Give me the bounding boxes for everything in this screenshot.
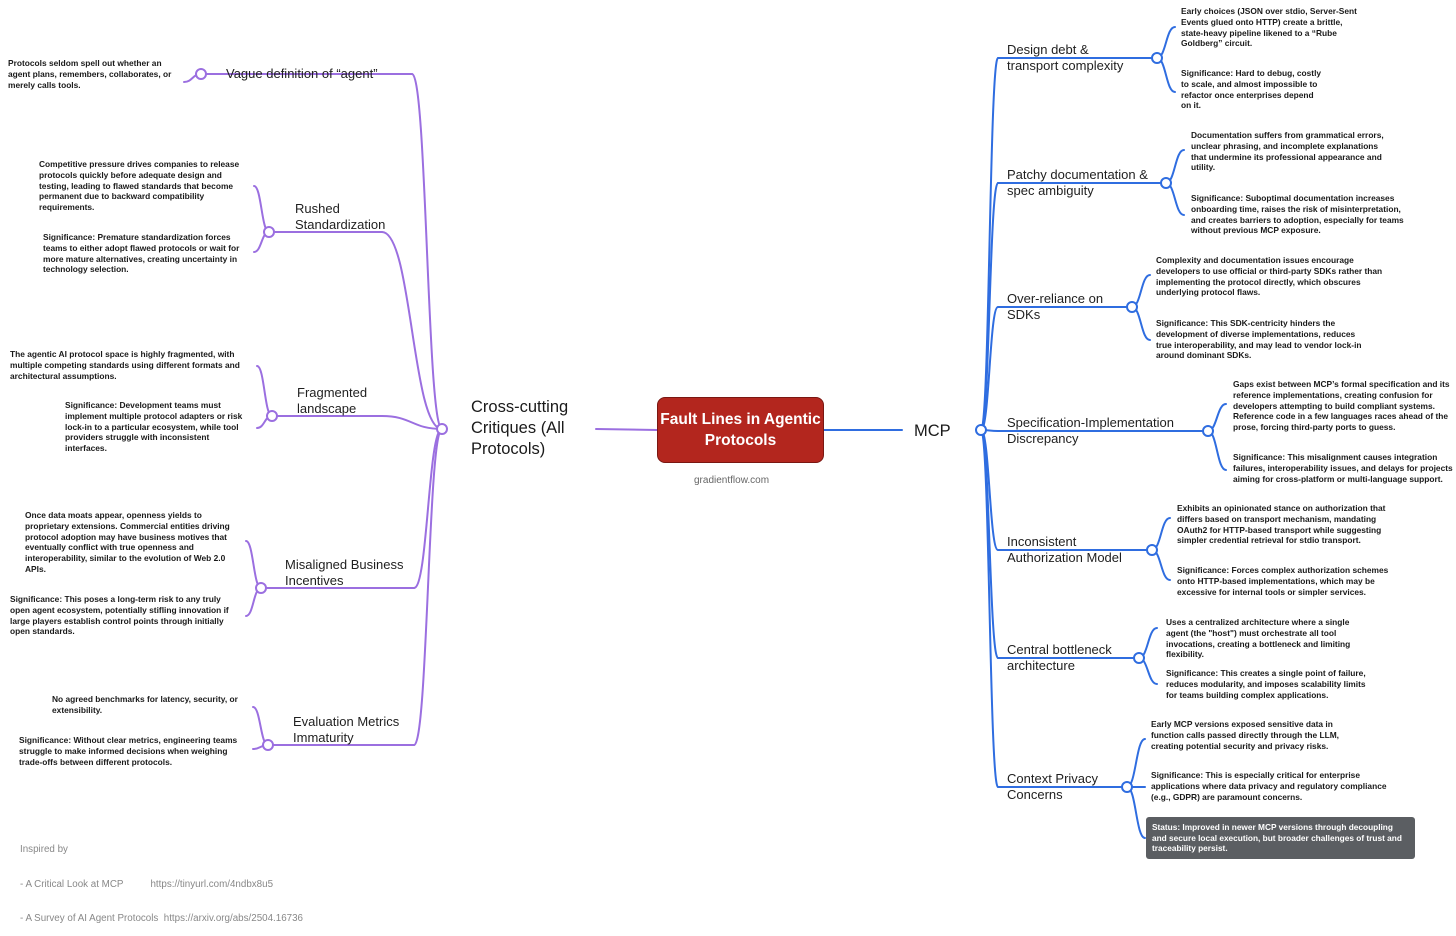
edge-left-leaf-1-0 [253,185,270,233]
edge-right-leaf-6-0 [1126,738,1146,788]
branch-design-debt[interactable]: Design debt & transport complexity [1007,42,1124,73]
left-branch-knot-2[interactable] [266,410,278,422]
edge-right-branch-1 [980,182,999,431]
left-branch-knot-4[interactable] [262,739,274,751]
footer-line-critical-look: - A Critical Look at MCP https://tinyurl… [20,878,274,890]
note-rushed-1: Competitive pressure drives companies to… [39,159,240,213]
edge-left-branch-0 [411,73,443,430]
edge-left-branch-1 [381,231,443,430]
note-privacy-1: Early MCP versions exposed sensitive dat… [1151,719,1339,751]
right-branch-knot-2[interactable] [1126,301,1138,313]
note-bottleneck-1: Uses a centralized architecture where a … [1166,617,1351,660]
site-credit: gradientflow.com [694,475,770,486]
edge-left-leaf-2-0 [256,365,273,417]
left-branch-knot-0[interactable] [195,68,207,80]
note-evaluation-2: Significance: Without clear metrics, eng… [19,735,238,767]
note-patchy-docs-2: Significance: Suboptimal documentation i… [1191,193,1404,236]
central-topic[interactable]: Fault Lines in Agentic Protocols [657,397,824,463]
note-design-debt-1: Early choices (JSON over stdio, Server-S… [1181,6,1357,49]
footer-credits: Inspired by - A Critical Look at MCP htt… [20,821,303,936]
edge-left-leaf-3-0 [245,540,262,589]
left-hub-label[interactable]: Cross-cutting Critiques (All Protocols) [471,398,569,458]
status-text: Status: Improved in newer MCP versions t… [1152,822,1402,853]
left-branch-knot-1[interactable] [263,226,275,238]
right-branch-knot-4[interactable] [1146,544,1158,556]
branch-evaluation-metrics[interactable]: Evaluation Metrics Immaturity [293,714,400,745]
note-design-debt-2: Significance: Hard to debug, costly to s… [1181,68,1322,111]
note-rushed-2: Significance: Premature standardization … [43,232,240,275]
note-evaluation-1: No agreed benchmarks for latency, securi… [52,694,238,715]
note-sdk-2: Significance: This SDK-centricity hinder… [1156,318,1362,361]
right-hub-knot[interactable] [975,424,987,436]
note-spec-1: Gaps exist between MCP’s formal specific… [1233,379,1450,433]
note-vague-agent: Protocols seldom spell out whether an ag… [8,58,172,90]
note-misaligned-1: Once data moats appear, openness yields … [25,510,230,574]
branch-authorization[interactable]: Inconsistent Authorization Model [1007,534,1122,565]
branch-context-privacy[interactable]: Context Privacy Concerns [1007,771,1099,802]
edge-right-leaf-3-1 [1207,430,1227,471]
footer-line-inspired: Inspired by [20,844,68,855]
note-misaligned-2: Significance: This poses a long-term ris… [10,594,229,637]
footer-line-survey: - A Survey of AI Agent Protocols https:/… [20,913,304,924]
note-spec-2: Significance: This misalignment causes i… [1233,452,1453,484]
edge-left-branch-4 [413,428,443,746]
left-branch-knot-3[interactable] [255,582,267,594]
right-hub-label[interactable]: MCP [914,422,951,440]
edge-center-left [595,428,658,431]
branch-misaligned-incentives[interactable]: Misaligned Business Incentives [285,557,404,588]
edge-right-branch-6 [980,429,999,788]
status-callout: Status: Improved in newer MCP versions t… [1146,817,1415,859]
edge-left-leaf-4-0 [252,706,269,746]
central-topic-title: Fault Lines in Agentic Protocols [660,411,821,449]
right-branch-knot-3[interactable] [1202,425,1214,437]
branch-central-bottleneck[interactable]: Central bottleneck architecture [1007,642,1112,673]
edge-left-branch-2 [381,415,443,430]
branch-rushed-standardization[interactable]: Rushed Standardization [295,201,386,232]
note-sdk-1: Complexity and documentation issues enco… [1156,255,1383,298]
branch-spec-discrepancy[interactable]: Specification-Implementation Discrepancy [1007,415,1174,446]
connector-lines [183,26,1227,839]
note-fragmented-2: Significance: Development teams must imp… [65,400,243,454]
edge-left-branch-3 [413,428,443,589]
note-auth-1: Exhibits an opinionated stance on author… [1177,503,1386,546]
right-branch-knot-6[interactable] [1121,781,1133,793]
note-privacy-2: Significance: This is especially critica… [1151,770,1387,802]
edge-right-leaf-6-2 [1126,786,1146,839]
note-patchy-docs-1: Documentation suffers from grammatical e… [1191,130,1384,173]
right-branch-knot-1[interactable] [1160,177,1172,189]
branch-fragmented-landscape[interactable]: Fragmented landscape [297,385,368,416]
left-hub-knot[interactable] [436,423,448,435]
note-fragmented-1: The agentic AI protocol space is highly … [10,349,240,381]
branch-sdk-reliance[interactable]: Over-reliance on SDKs [1007,291,1104,322]
note-bottleneck-2: Significance: This creates a single poin… [1166,668,1366,700]
right-branch-knot-0[interactable] [1151,52,1163,64]
right-branch-knot-5[interactable] [1133,652,1145,664]
branch-patchy-docs[interactable]: Patchy documentation & spec ambiguity [1007,167,1148,198]
branch-vague-agent[interactable]: Vague definition of “agent” [226,66,378,81]
note-auth-2: Significance: Forces complex authorizati… [1177,565,1389,597]
